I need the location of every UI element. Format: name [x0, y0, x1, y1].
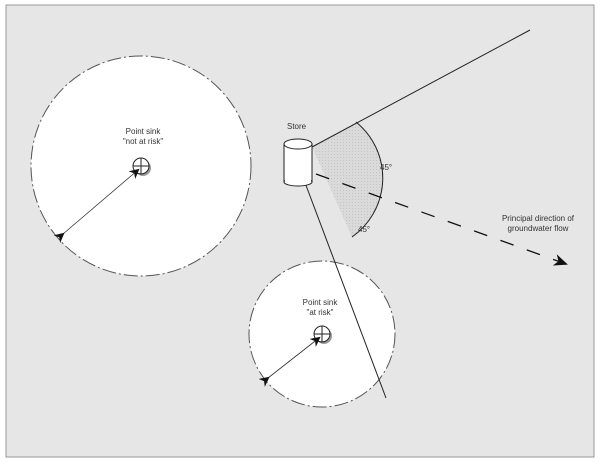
flow-label-1: Principal direction of: [502, 214, 575, 223]
angle-lower-label: 45°: [358, 225, 370, 234]
flow-label-2: groundwater flow: [508, 224, 569, 233]
sink-at-risk-label-1: Point sink: [303, 298, 339, 307]
boundary-line-lower: [303, 179, 387, 399]
boundary-line-upper: [311, 29, 531, 148]
store-icon: [283, 138, 313, 187]
protection-sector: [312, 122, 383, 237]
sink-at-risk-label-2: "at risk": [306, 308, 333, 317]
store-label: Store: [287, 122, 307, 131]
sector-arc: [351, 121, 384, 238]
sink-not-at-risk-label-2: "not at risk": [123, 137, 164, 146]
sink-not-at-risk-label-1: Point sink: [126, 127, 162, 136]
radius-arrow-at-risk: [258, 336, 321, 387]
angle-upper-label: 45°: [380, 163, 392, 172]
radius-arrow-not-at-risk: [53, 168, 140, 243]
